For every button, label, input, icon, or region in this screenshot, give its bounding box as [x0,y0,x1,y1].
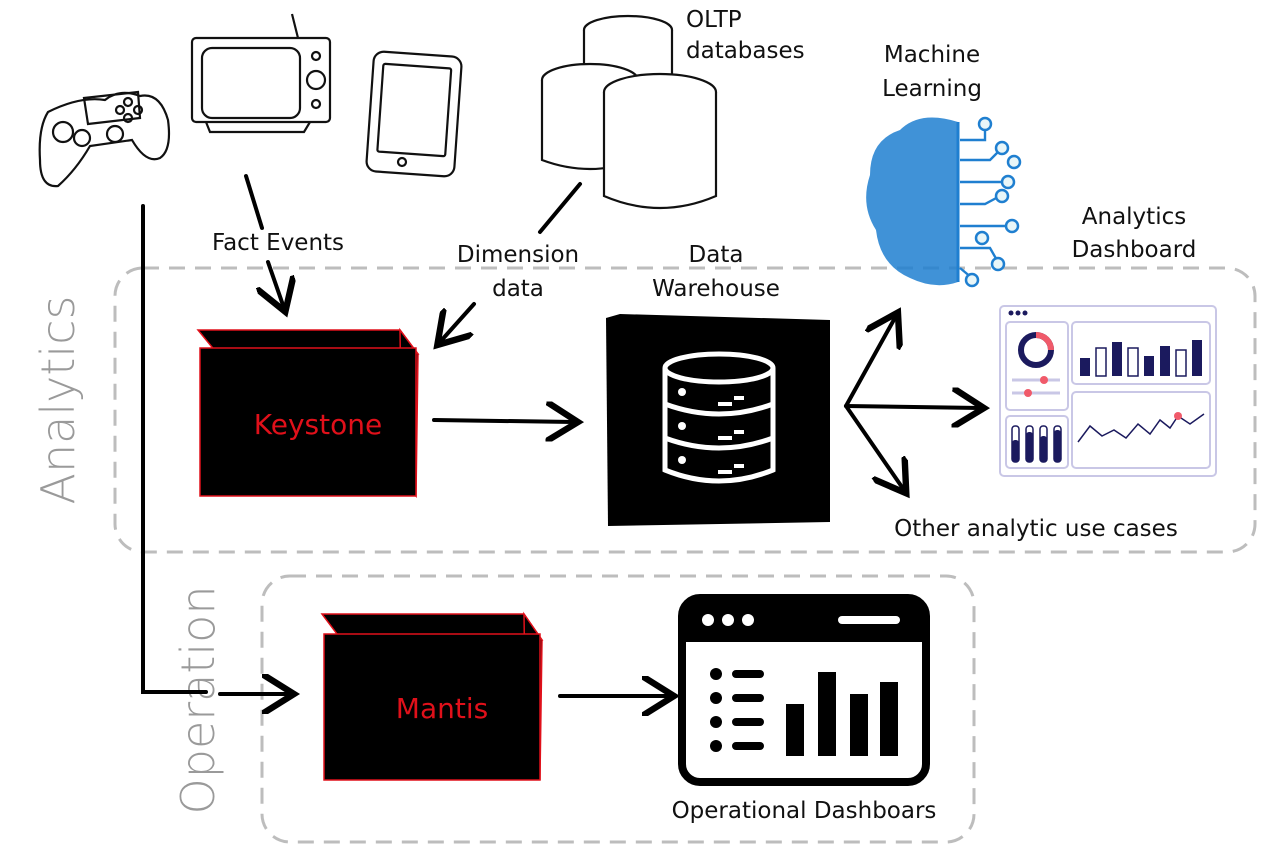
mantis-box [320,611,544,781]
oltp-label-line2: databases [686,38,805,64]
tablet-icon [365,50,463,178]
warehouse-label-line1: Data [689,242,744,268]
warehouse-to-other-arrow [844,404,904,490]
brain-icon [866,116,1022,288]
warehouse-to-dashboard-arrow [844,406,980,408]
keystone-to-warehouse-arrow [432,420,574,422]
operational-dashboard-icon [678,594,930,786]
fact-events-arrow-top [244,174,264,230]
dimension-arrow-top [538,182,582,234]
database-cylinders-icon [540,14,718,210]
warehouse-to-ml-arrow [844,316,896,408]
dimension-arrow [440,302,476,342]
oltp-label-line1: OLTP [686,7,742,33]
fact-events-label: Fact Events [212,230,344,256]
warehouse-label-line2: Warehouse [652,276,780,302]
ml-label-line1: Machine [884,42,980,68]
operation-section-label: Operation [171,586,225,815]
other-use-cases-label: Other analytic use cases [894,516,1178,542]
fact-events-arrow [268,260,284,308]
dimension-label-line1: Dimension [457,242,579,268]
analytics-dashboard-icon [999,305,1217,477]
mantis-label: Mantis [396,692,488,725]
operational-dashboards-label: Operational Dashboars [672,798,937,824]
server-database-icon [606,314,830,526]
keystone-box [196,327,420,499]
analytics-dashboard-label-line2: Dashboard [1072,237,1197,263]
ml-label-line2: Learning [882,76,982,102]
analytics-dashboard-label-line1: Analytics [1082,204,1186,230]
analytics-section-frame [113,266,1257,554]
operation-section-frame [260,574,976,844]
keystone-label: Keystone [254,408,382,441]
analytics-section-label: Analytics [31,296,85,505]
sources-to-mantis-line [141,204,208,694]
dimension-label-line2: data [492,276,544,302]
game-controller-icon [38,90,171,188]
tv-icon [190,13,332,134]
